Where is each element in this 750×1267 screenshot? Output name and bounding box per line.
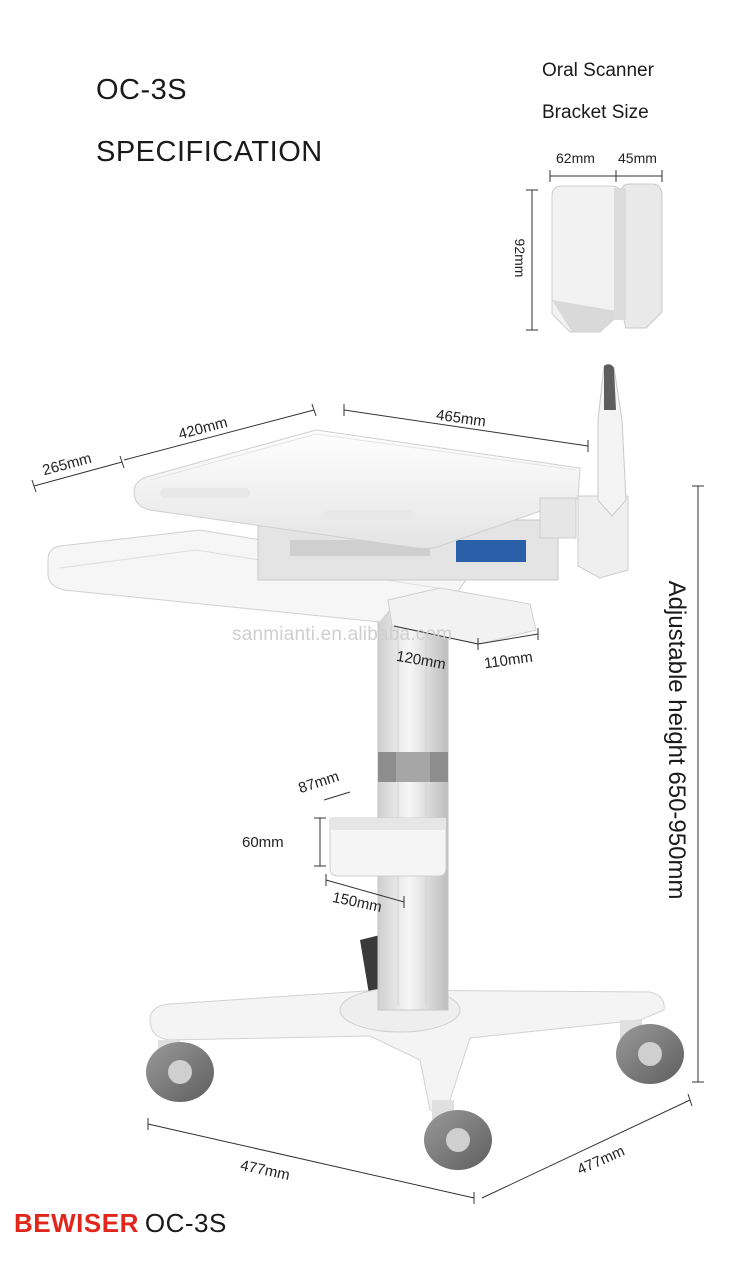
bracket-depth-label: 45mm bbox=[618, 150, 657, 166]
bracket-title-line2: Bracket Size bbox=[542, 102, 649, 123]
watermark-text: sanmianti.en.alibaba.com bbox=[232, 624, 453, 645]
cart-pole bbox=[377, 609, 449, 1011]
bracket-width-label: 62mm bbox=[556, 150, 595, 166]
dimension-lines bbox=[31, 403, 704, 1204]
brand-name: BEWISER bbox=[14, 1208, 139, 1238]
basket-height-label: 60mm bbox=[242, 834, 284, 851]
adjustable-height-label: Adjustable height 650-950mm bbox=[663, 580, 690, 900]
cart-basket bbox=[329, 817, 447, 877]
mouse-tray bbox=[387, 587, 537, 645]
side-scanner-holder bbox=[577, 363, 629, 579]
bracket-title-line1: Oral Scanner bbox=[542, 60, 654, 81]
bracket-height-label: 92mm bbox=[512, 238, 528, 278]
specification-title: SPECIFICATION bbox=[96, 136, 323, 168]
brand-model: OC-3S bbox=[144, 1208, 227, 1238]
main-desk bbox=[133, 429, 581, 550]
product-model-title: OC-3S bbox=[96, 74, 188, 106]
bracket-illustration bbox=[526, 170, 663, 333]
